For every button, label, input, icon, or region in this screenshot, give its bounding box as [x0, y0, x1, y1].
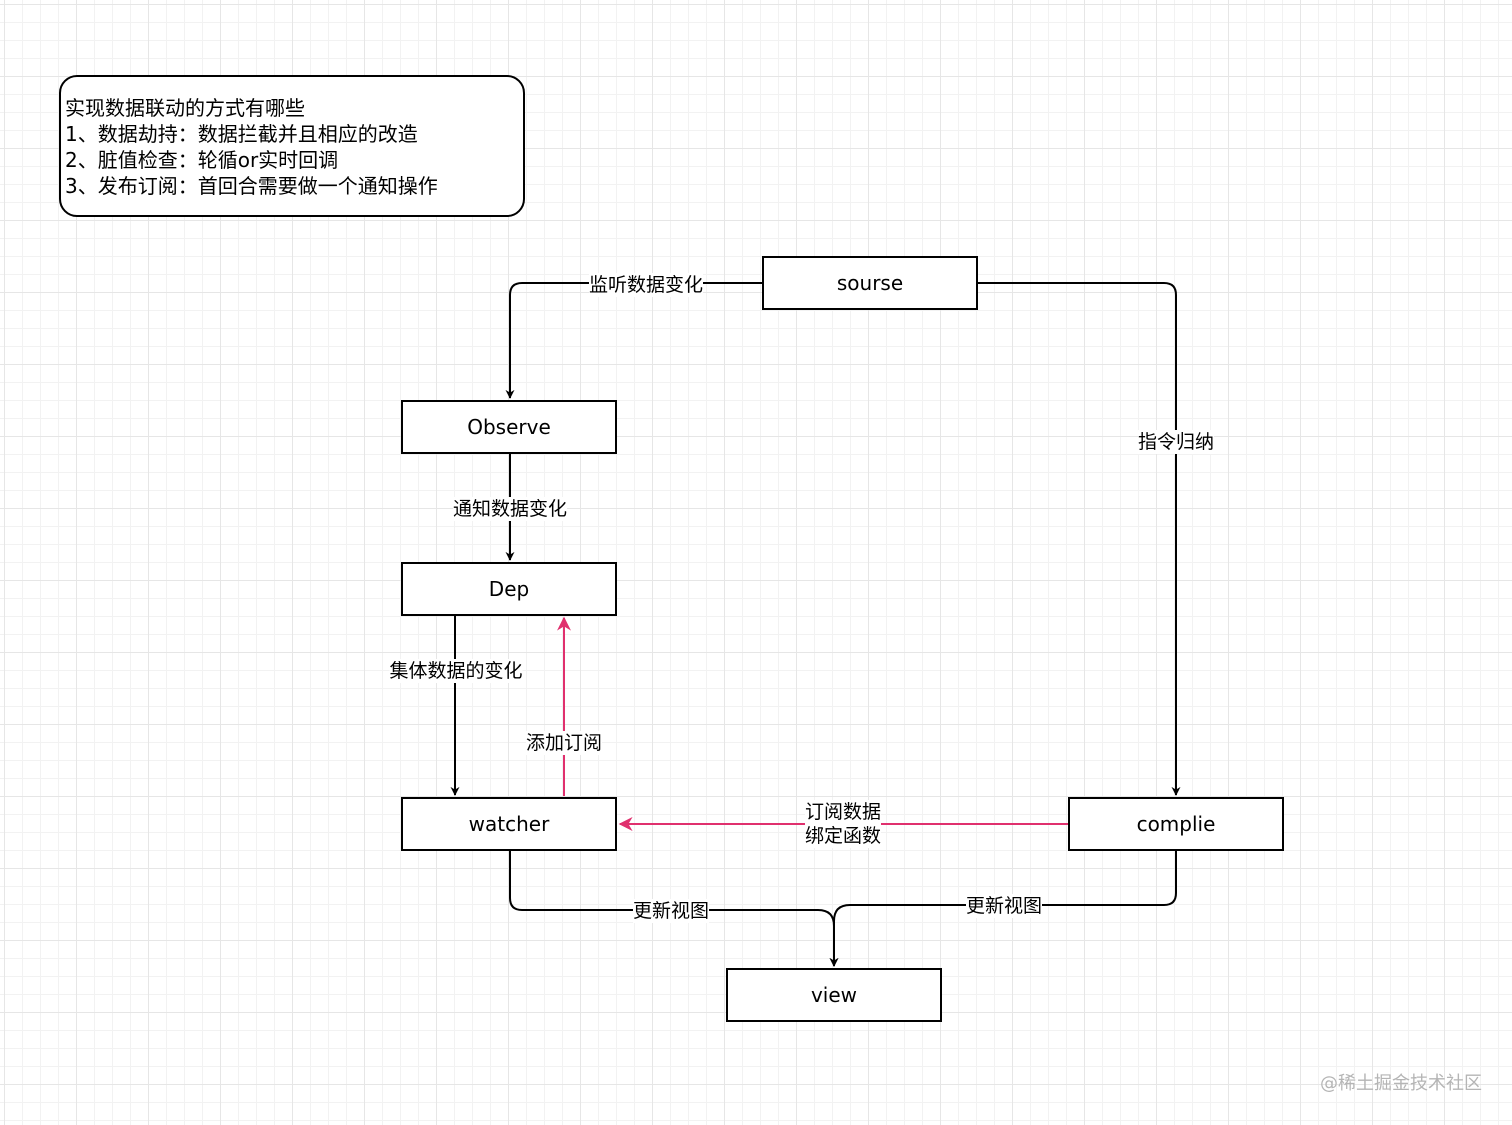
node-observe[interactable]: Observe	[401, 400, 617, 454]
label-complie-watcher-line-1: 订阅数据	[804, 801, 882, 823]
label-sourse-complie: 指令归纳	[1137, 430, 1215, 454]
edge-sourse-complie	[978, 282, 1181, 796]
note-item-1: 1、数据劫持：数据拦截并且相应的改造	[65, 122, 418, 146]
label-complie-watcher: 订阅数据 绑定函数	[804, 800, 882, 848]
node-sourse[interactable]: sourse	[762, 256, 978, 310]
label-watcher-view: 更新视图	[632, 899, 710, 923]
info-note: 实现数据联动的方式有哪些 1、数据劫持：数据拦截并且相应的改造 2、脏值检查：轮…	[59, 75, 525, 217]
note-item-3: 3、发布订阅：首回合需要做一个通知操作	[65, 174, 438, 198]
edge-sourse-observe	[505, 282, 762, 399]
watermark: @稀土掘金技术社区	[1320, 1073, 1482, 1094]
label-observe-dep: 通知数据变化	[452, 497, 568, 521]
label-watcher-dep: 添加订阅	[525, 731, 603, 755]
label-complie-view: 更新视图	[965, 894, 1043, 918]
label-dep-watcher: 集体数据的变化	[389, 659, 523, 683]
label-sourse-observe: 监听数据变化	[588, 273, 704, 297]
node-dep[interactable]: Dep	[401, 562, 617, 616]
node-watcher[interactable]: watcher	[401, 797, 617, 851]
node-view[interactable]: view	[726, 968, 942, 1022]
node-complie[interactable]: complie	[1068, 797, 1284, 851]
note-title: 实现数据联动的方式有哪些	[65, 96, 305, 120]
label-complie-watcher-line-2: 绑定函数	[804, 825, 882, 847]
note-item-2: 2、脏值检查：轮循or实时回调	[65, 148, 339, 172]
